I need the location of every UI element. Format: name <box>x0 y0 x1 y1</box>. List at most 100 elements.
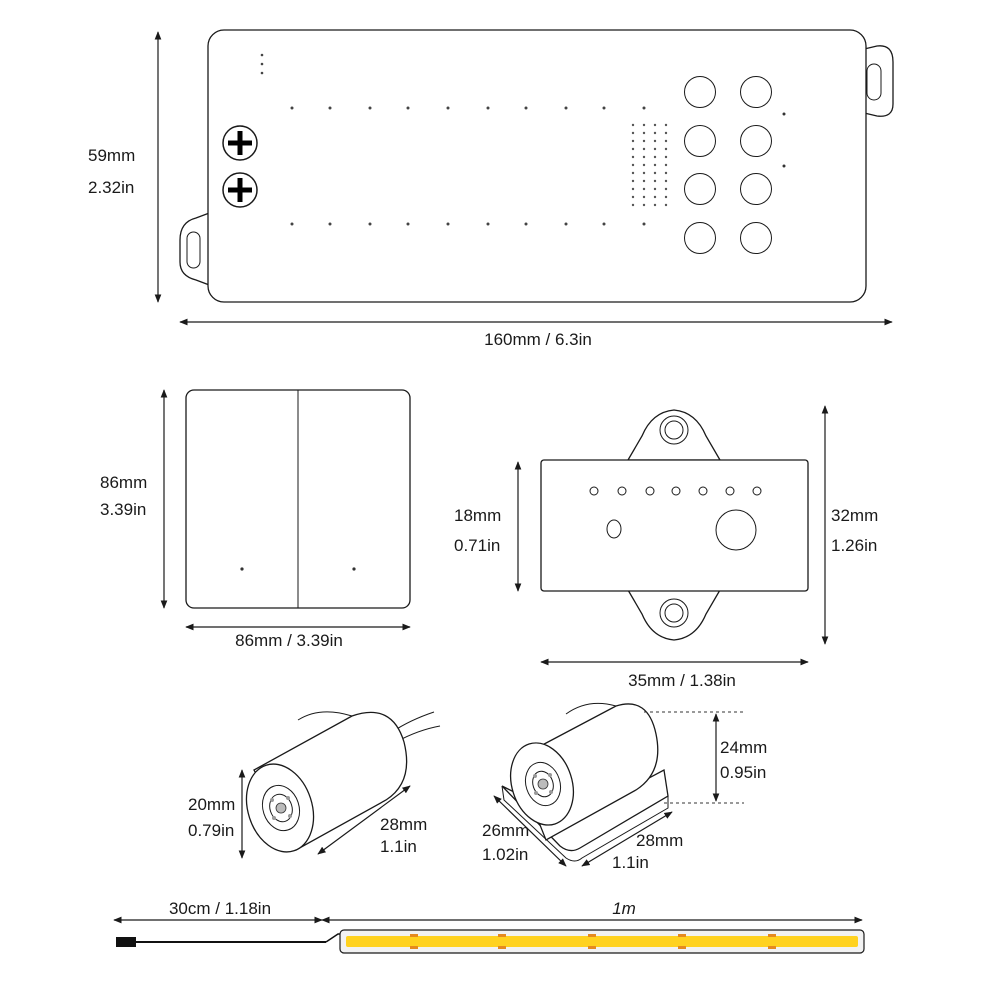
vent-hole <box>653 139 657 143</box>
switch-panel <box>185 389 411 609</box>
vent-hole <box>631 179 635 183</box>
vent-hole <box>664 131 668 135</box>
vent-hole <box>631 131 635 135</box>
mounted-sensor-length-mm: 28mm <box>636 831 683 850</box>
controller-button <box>740 76 772 108</box>
vent-hole <box>642 123 646 127</box>
indicator-dot <box>524 222 528 226</box>
switch-height-mm: 86mm <box>100 473 147 492</box>
mounted-sensor-height-mm: 24mm <box>720 738 767 757</box>
strip-cut-marker <box>498 946 506 949</box>
controller-button <box>684 76 716 108</box>
vent-hole <box>642 171 646 175</box>
switch-width-label: 86mm / 3.39in <box>235 631 343 650</box>
positive-terminal-icon <box>222 125 258 161</box>
mounted-sensor-depth-mm: 26mm <box>482 821 529 840</box>
indicator-dot <box>602 106 606 110</box>
vent-hole <box>631 147 635 151</box>
indicator-dot <box>328 106 332 110</box>
indicator-dot <box>328 222 332 226</box>
controller-button <box>740 125 772 157</box>
strip-cut-marker <box>678 934 686 937</box>
round-sensor-length-dimension <box>317 785 411 855</box>
indicator-dot <box>260 62 264 66</box>
mounted-sensor-height-in: 0.95in <box>720 763 766 782</box>
vent-hole <box>664 171 668 175</box>
vent-hole <box>664 195 668 199</box>
vent-hole <box>653 155 657 159</box>
connector-plug <box>116 937 136 947</box>
switch-height-in: 3.39in <box>100 500 146 519</box>
vent-hole <box>642 147 646 151</box>
vent-hole <box>642 195 646 199</box>
vent-hole <box>642 203 646 207</box>
vent-hole <box>653 147 657 151</box>
mounted-sensor-depth-in: 1.02in <box>482 845 528 864</box>
indicator-dot <box>446 222 450 226</box>
mounted-sensor-length-dimension <box>581 811 673 867</box>
strip-cut-marker <box>410 934 418 937</box>
round-sensor-diameter-in: 0.79in <box>188 821 234 840</box>
vent-hole <box>631 187 635 191</box>
indicator-dot <box>486 222 490 226</box>
vent-hole <box>653 171 657 175</box>
receiver-inner-height-mm: 18mm <box>454 506 501 525</box>
indicator-dot <box>406 222 410 226</box>
vent-hole <box>653 131 657 135</box>
cable-length-label: 30cm / 1.18in <box>169 899 271 918</box>
indicator-dot <box>260 71 264 75</box>
controller-box <box>179 29 894 303</box>
vent-hole <box>664 187 668 191</box>
vent-hole <box>664 163 668 167</box>
strip-cut-marker <box>498 934 506 937</box>
vent-hole <box>653 179 657 183</box>
controller-button <box>740 222 772 254</box>
strip-cut-marker <box>678 946 686 949</box>
controller-button-grid <box>684 76 786 254</box>
vent-hole <box>631 203 635 207</box>
strip-cut-marker <box>768 946 776 949</box>
vent-hole <box>642 155 646 159</box>
strip-cut-marker <box>588 934 596 937</box>
controller-height-mm: 59mm <box>88 146 135 165</box>
round-sensor-length-mm: 28mm <box>380 815 427 834</box>
indicator-dot <box>602 222 606 226</box>
vent-hole <box>642 179 646 183</box>
indicator-dot <box>564 222 568 226</box>
receiver-box <box>540 409 809 641</box>
controller-indicator-dots <box>260 53 646 226</box>
strip-cut-marker <box>588 946 596 949</box>
round-sensor <box>245 711 441 853</box>
receiver-width-label: 35mm / 1.38in <box>628 671 736 690</box>
receiver-inner-height-in: 0.71in <box>454 536 500 555</box>
vent-hole <box>631 163 635 167</box>
controller-button <box>740 173 772 205</box>
vent-hole <box>631 155 635 159</box>
indicator-dot <box>290 222 294 226</box>
vent-hole <box>664 123 668 127</box>
indicator-dot <box>406 106 410 110</box>
receiver-outer-height-mm: 32mm <box>831 506 878 525</box>
indicator-dot <box>642 106 646 110</box>
indicator-dot <box>260 53 264 57</box>
strip-length-label: 1m <box>612 899 636 918</box>
vent-hole <box>631 123 635 127</box>
strip-cut-marker <box>768 934 776 937</box>
controller-button <box>684 173 716 205</box>
controller-button <box>684 222 716 254</box>
round-sensor-length-in: 1.1in <box>380 837 417 856</box>
vent-hole <box>631 139 635 143</box>
vent-hole <box>664 203 668 207</box>
indicator-dot <box>446 106 450 110</box>
vent-hole <box>653 123 657 127</box>
vent-hole <box>631 195 635 199</box>
vent-hole <box>653 163 657 167</box>
positive-terminal-icon-2 <box>222 172 258 208</box>
vent-hole <box>642 139 646 143</box>
indicator-dot <box>524 106 528 110</box>
controller-height-in: 2.32in <box>88 178 134 197</box>
indicator-dot <box>486 106 490 110</box>
vent-hole <box>642 131 646 135</box>
vent-hole <box>653 203 657 207</box>
